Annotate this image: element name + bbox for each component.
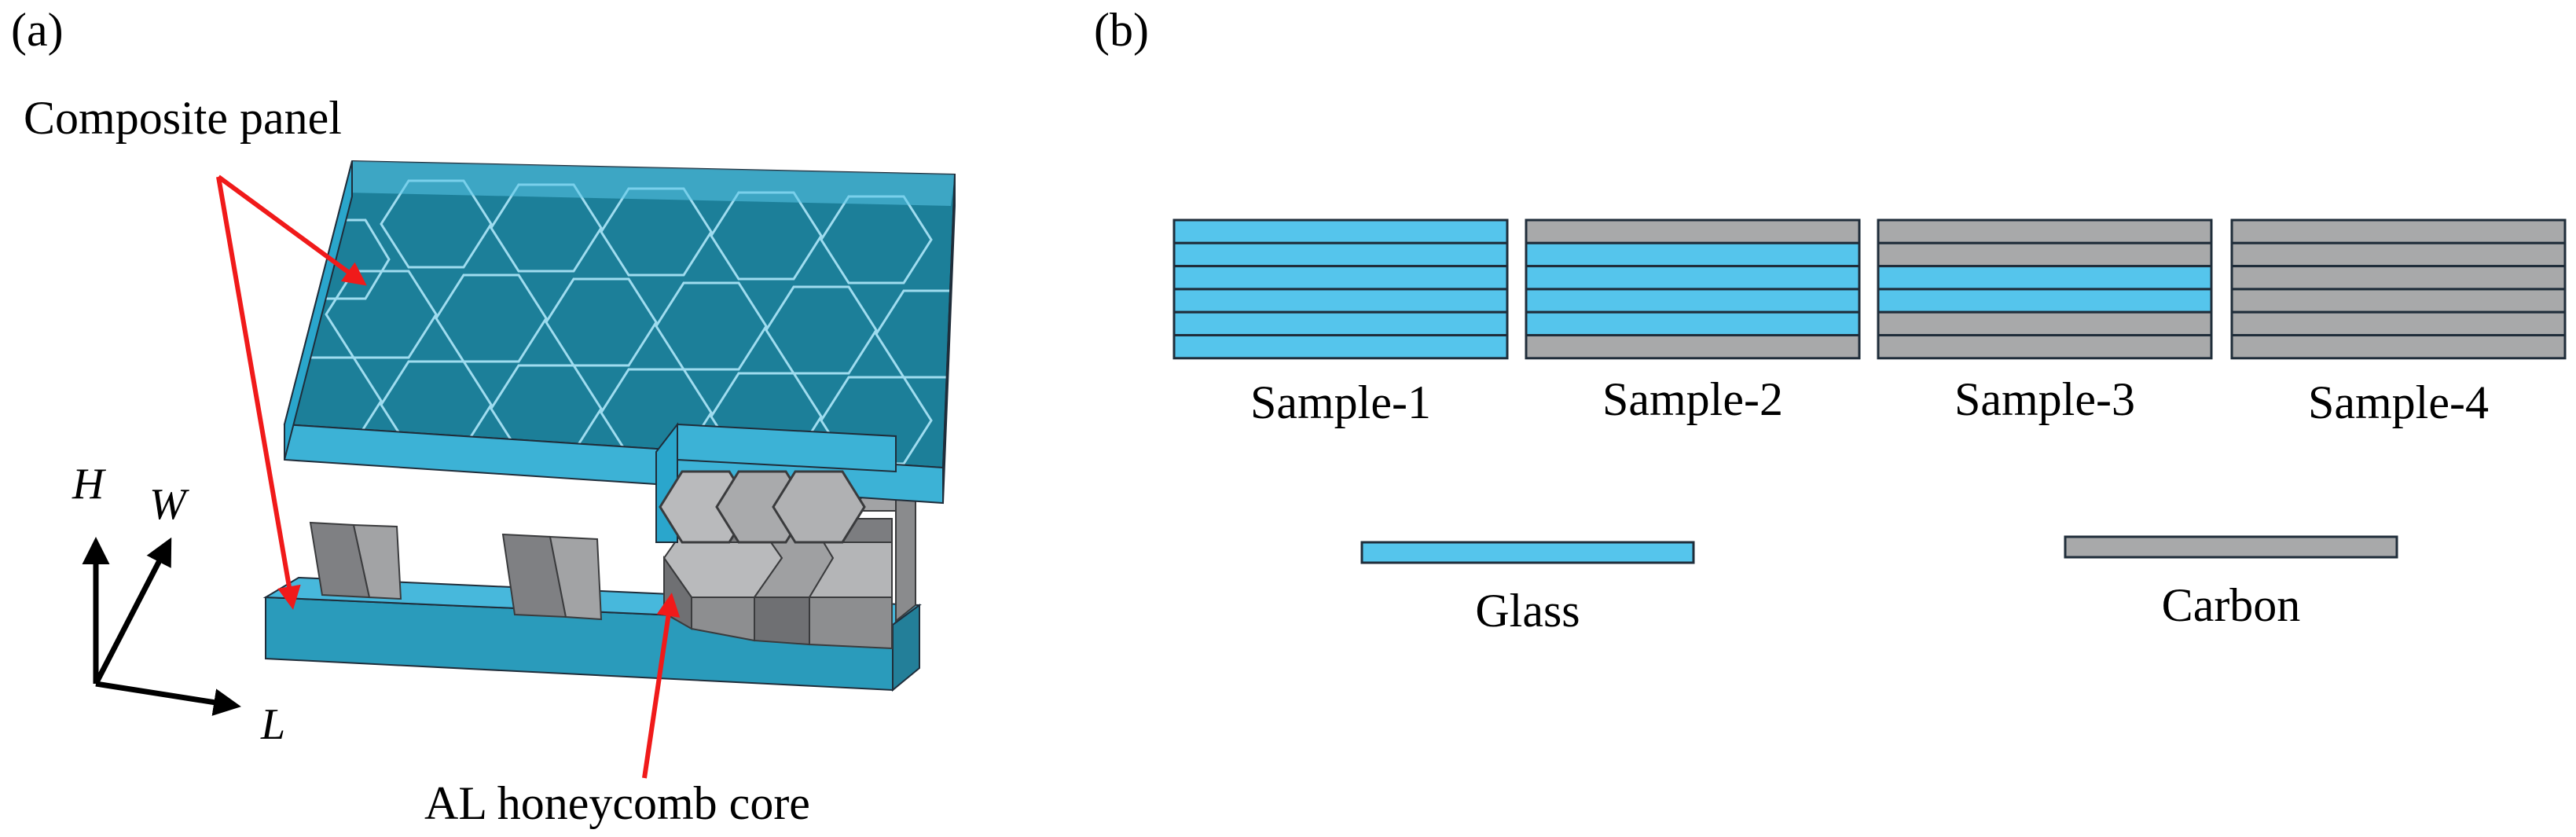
panel-b-tag: (b) xyxy=(1094,4,1149,56)
carbon-ply xyxy=(1877,334,2213,360)
w-axis-label: W xyxy=(149,480,189,529)
panel-b: (b) Sample-1 Sample-2 Sample-3 Sample-4 Gla… xyxy=(1094,4,2567,637)
carbon-ply xyxy=(1877,218,2213,244)
glass-ply xyxy=(1172,241,1509,268)
sample-label: Sample-3 xyxy=(1954,373,2135,425)
glass-ply xyxy=(1525,265,1861,291)
sample-label: Sample-4 xyxy=(2308,376,2489,428)
legend-label: Carbon xyxy=(2162,579,2301,631)
glass-ply xyxy=(1172,265,1509,291)
panel-a: (a) Composite panel xyxy=(11,4,956,829)
hexagon-pattern xyxy=(284,179,955,465)
carbon-ply xyxy=(2230,288,2567,314)
legend-swatch xyxy=(1360,541,1695,564)
carbon-ply xyxy=(2230,218,2567,244)
legend-swatch xyxy=(2064,535,2398,559)
coordinate-axes xyxy=(82,537,241,716)
arrow-to-core xyxy=(642,593,681,779)
glass-ply xyxy=(1877,288,2213,314)
material-legend: Glass Carbon xyxy=(1360,535,2398,637)
carbon-ply xyxy=(2230,334,2567,360)
sample-label: Sample-2 xyxy=(1602,373,1783,425)
w-axis-arrow xyxy=(93,537,172,685)
annotation-arrows xyxy=(216,174,681,779)
glass-ply xyxy=(1172,334,1509,360)
carbon-ply xyxy=(1877,310,2213,337)
legend-label: Glass xyxy=(1475,585,1580,637)
composite-panel-label: Composite panel xyxy=(24,92,342,144)
sample-label: Sample-1 xyxy=(1250,376,1431,428)
glass-ply xyxy=(1525,310,1861,337)
carbon-ply xyxy=(1525,334,1861,360)
l-axis-arrow xyxy=(95,681,241,716)
carbon-ply xyxy=(2230,265,2567,291)
core-label: AL honeycomb core xyxy=(424,777,810,829)
h-axis-label: H xyxy=(72,460,106,508)
panel-a-tag: (a) xyxy=(11,4,64,56)
carbon-ply xyxy=(2230,310,2567,337)
glass-ply xyxy=(1172,288,1509,314)
arrow-to-top-skin xyxy=(217,174,367,286)
carbon-ply xyxy=(1877,241,2213,268)
laminate-samples: Sample-1 Sample-2 Sample-3 Sample-4 xyxy=(1172,218,2567,428)
glass-ply xyxy=(1525,288,1861,314)
sample-stack-4: Sample-4 xyxy=(2230,218,2567,428)
l-axis-label: L xyxy=(260,700,285,749)
carbon-ply xyxy=(1525,218,1861,244)
sample-stack-2: Sample-2 xyxy=(1525,218,1861,425)
legend-item-glass: Glass xyxy=(1360,541,1695,637)
glass-ply xyxy=(1525,241,1861,268)
glass-ply xyxy=(1877,265,2213,291)
sample-stack-3: Sample-3 xyxy=(1877,218,2213,425)
sample-stack-1: Sample-1 xyxy=(1172,218,1509,428)
core-cutaway xyxy=(655,422,897,544)
carbon-ply xyxy=(2230,241,2567,268)
glass-ply xyxy=(1172,310,1509,337)
legend-item-carbon: Carbon xyxy=(2064,535,2398,631)
arrow-to-bottom-skin xyxy=(216,176,301,610)
glass-ply xyxy=(1172,218,1509,244)
